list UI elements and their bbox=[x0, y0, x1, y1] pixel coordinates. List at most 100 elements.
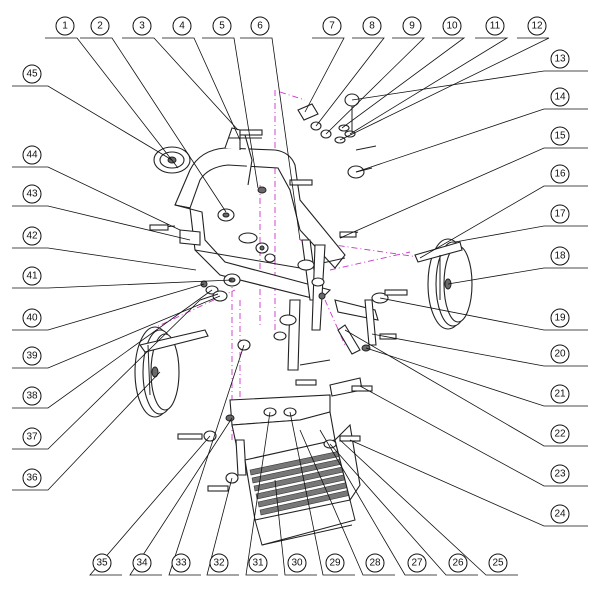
callout-circle bbox=[485, 16, 505, 36]
left-side-hardware bbox=[199, 273, 251, 351]
callout-circle bbox=[92, 553, 112, 573]
leader-line-37 bbox=[12, 299, 201, 450]
callout-41: 41 bbox=[22, 266, 42, 286]
callout-circle bbox=[132, 553, 152, 573]
callout-21: 21 bbox=[550, 384, 570, 404]
callout-number: 4 bbox=[179, 21, 185, 32]
callout-33: 33 bbox=[171, 553, 191, 573]
leader-line-28 bbox=[299, 429, 395, 576]
callout-circle bbox=[527, 16, 547, 36]
callout-number: 33 bbox=[175, 558, 187, 569]
leader-line-6 bbox=[240, 37, 301, 241]
callout-34: 34 bbox=[132, 553, 152, 573]
callout-number: 3 bbox=[139, 21, 145, 32]
callout-circle bbox=[325, 553, 345, 573]
callout-number: 29 bbox=[329, 558, 341, 569]
leader-line-19 bbox=[379, 297, 588, 331]
callout-circle bbox=[550, 308, 570, 328]
callout-circle bbox=[250, 16, 270, 36]
callout-number: 13 bbox=[554, 54, 566, 65]
leader-line-30 bbox=[274, 479, 317, 576]
leader-line-32 bbox=[206, 477, 239, 576]
callout-circle bbox=[550, 464, 570, 484]
leader-line-43 bbox=[12, 205, 191, 241]
callout-28: 28 bbox=[365, 553, 385, 573]
callout-1: 1 bbox=[55, 16, 75, 36]
callout-circle bbox=[322, 16, 342, 36]
callout-number: 34 bbox=[136, 558, 148, 569]
callout-circle bbox=[55, 16, 75, 36]
leader-line-34 bbox=[129, 417, 233, 576]
callout-39: 39 bbox=[22, 346, 42, 366]
callout-number: 39 bbox=[26, 351, 38, 362]
callout-31: 31 bbox=[248, 553, 268, 573]
callout-circle bbox=[22, 308, 42, 328]
leader-line-21 bbox=[365, 347, 588, 407]
leader-line-26 bbox=[329, 443, 478, 576]
callout-45: 45 bbox=[22, 64, 42, 84]
leader-line-4 bbox=[162, 37, 241, 141]
callout-42: 42 bbox=[22, 226, 42, 246]
leader-line-5 bbox=[202, 37, 259, 189]
callout-circle bbox=[550, 384, 570, 404]
callout-circle bbox=[287, 553, 307, 573]
callout-number: 36 bbox=[26, 473, 38, 484]
callout-10: 10 bbox=[442, 16, 462, 36]
callout-circle bbox=[248, 553, 268, 573]
callout-43: 43 bbox=[22, 184, 42, 204]
callout-circle bbox=[442, 16, 462, 36]
callout-circle bbox=[22, 386, 42, 406]
callout-circle bbox=[448, 553, 468, 573]
callout-number: 31 bbox=[252, 558, 264, 569]
callout-30: 30 bbox=[287, 553, 307, 573]
tine-basket bbox=[244, 423, 361, 546]
callout-number: 2 bbox=[97, 21, 103, 32]
callout-number: 20 bbox=[554, 349, 566, 360]
callout-22: 22 bbox=[550, 424, 570, 444]
callout-number: 32 bbox=[213, 558, 225, 569]
callout-35: 35 bbox=[92, 553, 112, 573]
callout-number: 9 bbox=[409, 21, 415, 32]
leader-line-1 bbox=[45, 37, 179, 169]
left-wheel bbox=[134, 326, 209, 418]
callout-2: 2 bbox=[90, 16, 110, 36]
leader-line-16 bbox=[419, 185, 588, 259]
callout-number: 45 bbox=[26, 69, 38, 80]
leader-line-2 bbox=[80, 37, 227, 213]
callout-25: 25 bbox=[488, 553, 508, 573]
callout-circle bbox=[550, 126, 570, 146]
callout-number: 23 bbox=[554, 469, 566, 480]
callout-13: 13 bbox=[550, 49, 570, 69]
leader-line-40 bbox=[12, 283, 205, 331]
callout-circle bbox=[22, 427, 42, 447]
callout-number: 5 bbox=[219, 21, 225, 32]
leader-line-14 bbox=[355, 108, 588, 173]
callout-32: 32 bbox=[209, 553, 229, 573]
leader-line-18 bbox=[447, 267, 588, 285]
callout-12: 12 bbox=[527, 16, 547, 36]
leader-line-31 bbox=[245, 411, 278, 576]
callout-number: 42 bbox=[26, 231, 38, 242]
leader-line-39 bbox=[12, 295, 221, 369]
leader-line-24 bbox=[349, 439, 588, 527]
callout-number: 15 bbox=[554, 131, 566, 142]
callout-circle bbox=[90, 16, 110, 36]
leader-lines bbox=[12, 37, 588, 576]
callout-circle bbox=[550, 504, 570, 524]
leader-line-38 bbox=[12, 289, 213, 409]
callout-number: 12 bbox=[531, 21, 543, 32]
leader-line-42 bbox=[12, 247, 197, 271]
callout-circle bbox=[22, 226, 42, 246]
callout-circle bbox=[22, 266, 42, 286]
leader-line-35 bbox=[89, 435, 211, 576]
callout-number: 17 bbox=[554, 209, 566, 220]
callout-number: 24 bbox=[554, 509, 566, 520]
callout-number: 27 bbox=[411, 558, 423, 569]
callout-circle bbox=[22, 145, 42, 165]
leader-line-20 bbox=[371, 333, 588, 367]
callout-36: 36 bbox=[22, 468, 42, 488]
callout-circle bbox=[212, 16, 232, 36]
callout-9: 9 bbox=[402, 16, 422, 36]
callout-number: 7 bbox=[329, 21, 335, 32]
callout-number: 18 bbox=[554, 251, 566, 262]
